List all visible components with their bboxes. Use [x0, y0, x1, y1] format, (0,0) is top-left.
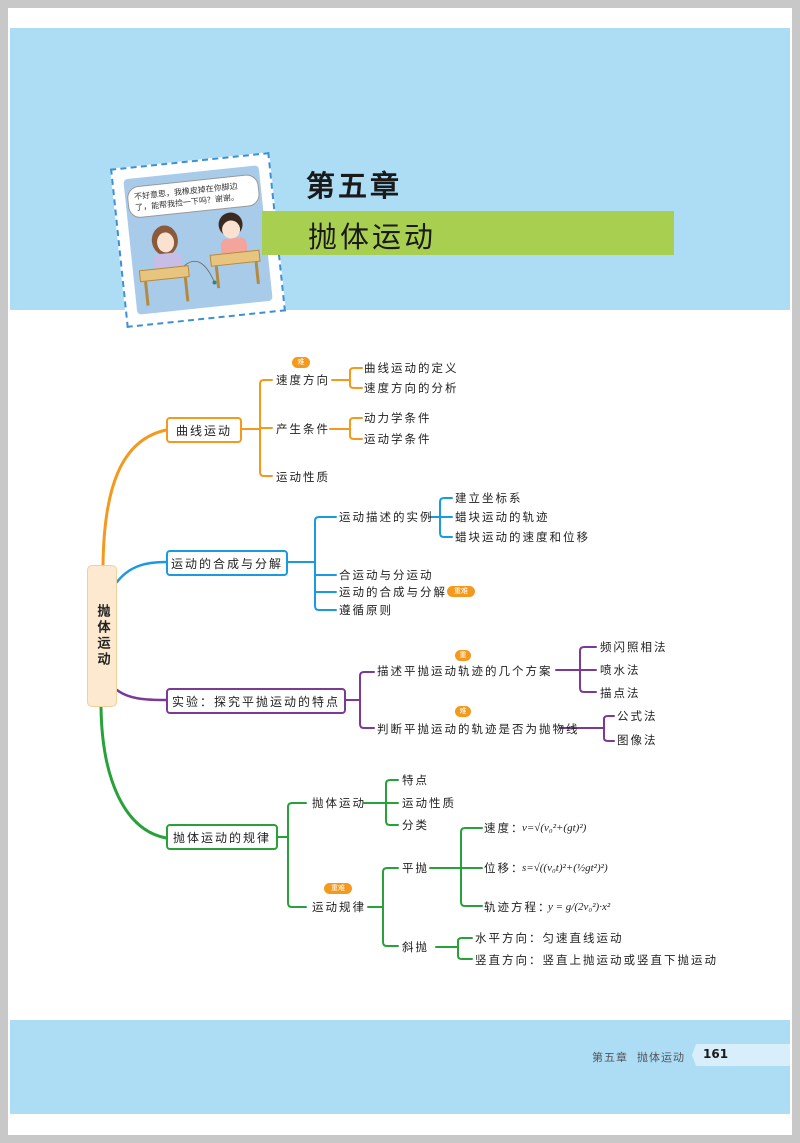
difficulty-badge: 重难 — [324, 883, 352, 894]
leaf-node: 水平方向：匀速直线运动 — [475, 931, 624, 945]
connector-root-branch1 — [101, 428, 168, 567]
difficulty-badge: 难 — [455, 706, 471, 717]
difficulty-badge: 难 — [292, 357, 310, 368]
b3c1-bracket — [579, 646, 597, 693]
connector-root-branch4 — [99, 705, 168, 840]
node-principles: 遵循原则 — [339, 603, 393, 617]
b2-bracket — [314, 516, 320, 611]
footer-chapter-label: 第五章 — [592, 1051, 628, 1064]
node-parabola-check: 判断平抛运动的轨迹是否为抛物线 — [377, 722, 580, 736]
chapter-title-bar — [262, 211, 674, 255]
formula-displacement: s=√((v₀t)²+(½gt²)²) — [522, 862, 608, 874]
chapter-title: 抛体运动 — [308, 220, 437, 254]
leaf-node: 运动学条件 — [364, 432, 432, 446]
node-label: 运动的合成与分解 — [170, 556, 283, 571]
formula-label-trajectory: 轨迹方程： — [484, 900, 552, 914]
leaf-node: 蜡块运动的速度和位移 — [455, 530, 590, 544]
b3c2-bracket — [579, 715, 615, 742]
eraser — [212, 280, 217, 285]
b4-bracket — [287, 802, 293, 908]
b4c2-bracket — [382, 867, 399, 947]
footer-band — [10, 1020, 790, 1114]
node-projectile-motion: 抛体运动 — [312, 796, 366, 810]
leaf-node: 喷水法 — [600, 663, 641, 677]
root-label: 抛体运动 — [94, 604, 110, 668]
leaf-node: 建立坐标系 — [455, 491, 523, 505]
formula-trajectory: y = g/(2v₀²)·x² — [548, 901, 611, 913]
formula-velocity: v=√(v₀²+(gt)²) — [522, 822, 587, 834]
node-motion-composition: 运动的合成与分解 — [339, 585, 447, 599]
trajectory-curve — [184, 261, 215, 283]
node-horizontal-projectile: 平抛 — [402, 861, 429, 875]
leaf-node: 速度方向的分析 — [364, 381, 459, 395]
leaf-node: 动力学条件 — [364, 411, 432, 425]
difficulty-badge: 重难 — [447, 586, 475, 597]
node-velocity-direction: 速度方向 — [276, 373, 330, 387]
leaf-node: 曲线运动的定义 — [364, 361, 459, 375]
pingpao-bracket — [460, 827, 483, 907]
chapter-number: 第五章 — [306, 169, 403, 203]
b4c1-bracket — [385, 779, 399, 826]
node-label: 抛体运动的规律 — [172, 830, 271, 845]
formula-label-velocity: 速度： — [484, 821, 525, 835]
leaf-node: 图像法 — [617, 733, 658, 747]
formula-label-displacement: 位移： — [484, 861, 525, 875]
leaf-node: 竖直方向：竖直上抛运动或竖直下抛运动 — [475, 953, 718, 967]
mindmap-root: 抛体运动 — [87, 565, 117, 707]
leaf-node: 运动性质 — [402, 796, 456, 810]
comic-illustration: 不好意思，我橡皮掉在你脚边了，能帮我捡一下吗？谢谢。 — [110, 152, 286, 328]
node-conditions: 产生条件 — [276, 422, 330, 436]
node-label: 实验：探究平抛运动的特点 — [171, 694, 340, 709]
node-resultant-motion: 合运动与分运动 — [339, 568, 434, 582]
leaf-node: 分类 — [402, 818, 429, 832]
node-motion-laws: 运动规律 — [312, 900, 366, 914]
node-trajectory-methods: 描述平抛运动轨迹的几个方案 — [377, 664, 553, 678]
eraser-trajectory — [184, 261, 217, 285]
xiepao-bracket — [457, 937, 473, 960]
difficulty-badge: 重 — [455, 650, 471, 661]
leaf-node: 特点 — [402, 773, 429, 787]
b3-bracket — [359, 671, 365, 729]
branch-curvilinear-motion: 曲线运动 — [166, 417, 242, 443]
leaf-node: 公式法 — [617, 709, 658, 723]
footer-chapter-title: 抛体运动 — [637, 1051, 685, 1064]
branch-projectile-laws: 抛体运动的规律 — [166, 824, 278, 850]
node-motion-example: 运动描述的实例 — [339, 510, 434, 524]
branch-experiment: 实验：探究平抛运动的特点 — [166, 688, 346, 714]
leaf-node: 蜡块运动的轨迹 — [455, 510, 550, 524]
leaf-node: 频闪照相法 — [600, 640, 668, 654]
footer-chapter: 第五章 抛体运动 — [592, 1049, 685, 1065]
page-number-tab — [692, 1044, 790, 1066]
comic-scene: 不好意思，我橡皮掉在你脚边了，能帮我捡一下吗？谢谢。 — [123, 165, 273, 315]
leaf-node: 描点法 — [600, 686, 641, 700]
node-motion-nature: 运动性质 — [276, 470, 330, 484]
b1c1-bracket — [349, 367, 363, 389]
node-label: 曲线运动 — [175, 423, 232, 438]
branch-motion-composition: 运动的合成与分解 — [166, 550, 288, 576]
connector-root-branch2 — [115, 560, 168, 584]
connector-root-branch3 — [115, 688, 168, 702]
b1c2-bracket — [349, 417, 363, 440]
b2c1-bracket — [439, 497, 453, 538]
node-oblique-projectile: 斜抛 — [402, 940, 429, 954]
page-number: 161 — [703, 1047, 729, 1061]
